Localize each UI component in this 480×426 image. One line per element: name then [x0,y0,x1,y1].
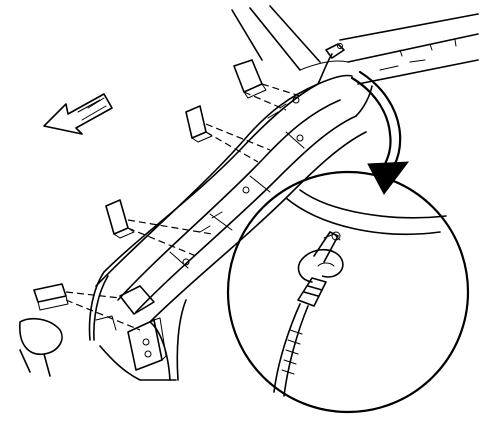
door-hinge-bracket [19,285,177,381]
harness-connector-clip [297,231,344,307]
detail-view-circle [226,170,470,414]
retainer-clip-2 [185,105,213,143]
retainer-clip-3 [105,199,135,239]
retainer-clip-1 [233,59,267,99]
direction-arrow [43,93,113,135]
wire-harness [88,43,345,341]
leader-lines [65,83,301,331]
retainer-clip-4 [33,283,69,311]
pillar-trim-panel [95,74,373,381]
roof-rail-structure [231,5,479,85]
